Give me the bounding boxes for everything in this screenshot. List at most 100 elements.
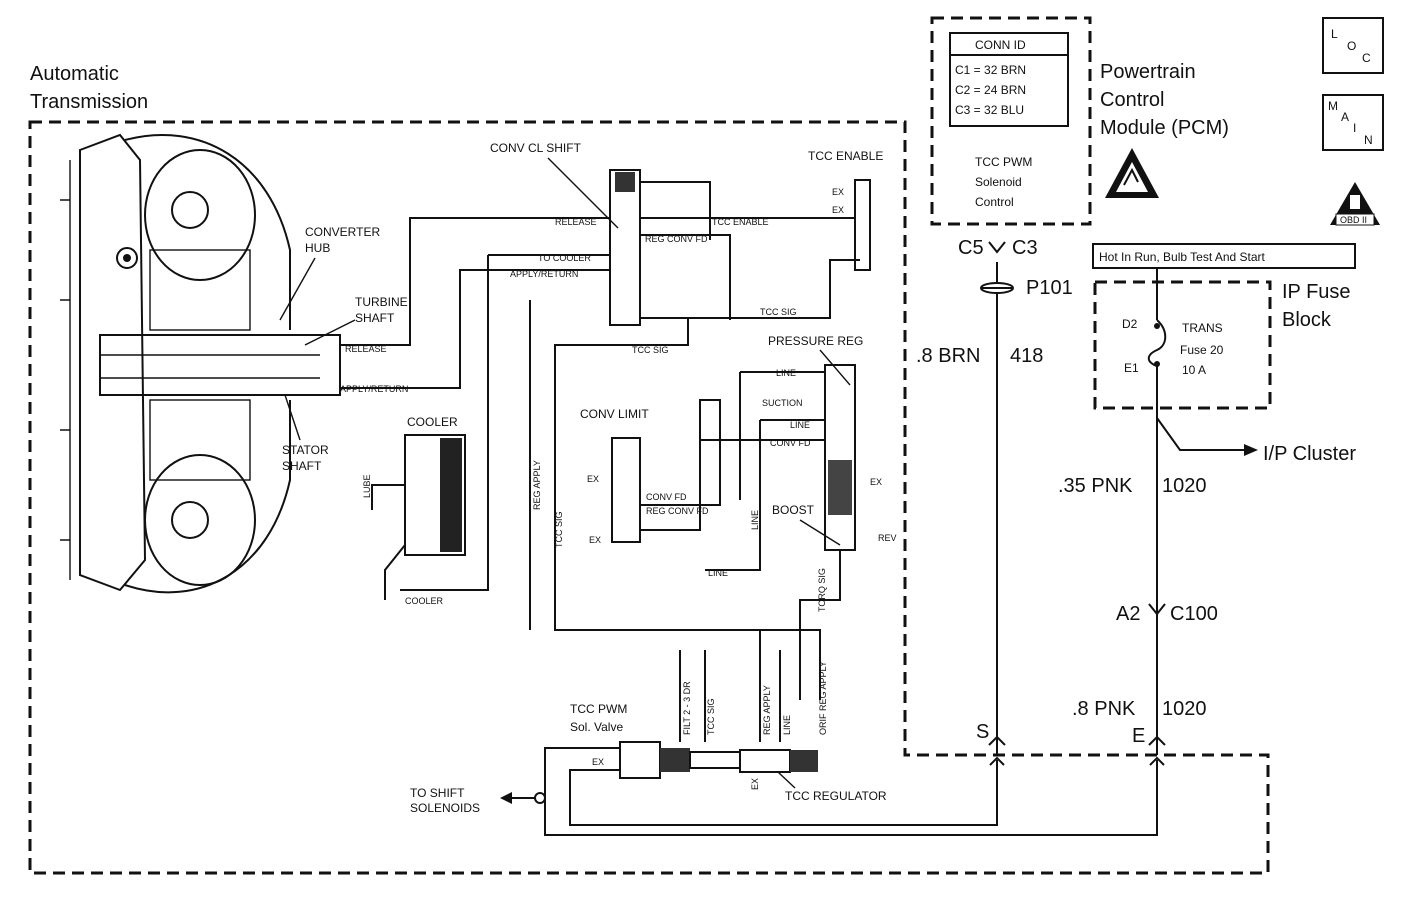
brn-circuit: 418 [1010,345,1043,367]
boost-label: BOOST [772,503,815,517]
connector-c100: C100 [1170,603,1218,625]
lube-label: LUBE [362,474,372,498]
solenoid-wire-s [569,760,998,826]
connector-c5: C5 [958,237,984,259]
fuse-wire [1147,268,1167,755]
stator-shaft-line1: STATOR [282,443,329,457]
conv-limit-ex-2: EX [589,535,601,545]
line-pressure-line [705,419,825,571]
apply-return-label-upper: APPLY/RETURN [510,269,578,279]
line-pressure-feed [739,371,825,500]
ip-fuse-block-boundary [1093,280,1272,410]
pnk1-gauge: .35 PNK [1058,475,1133,497]
connector-s: S [976,721,989,743]
fuse-block-line1: IP Fuse [1282,281,1351,303]
loc-icon: L O C [1322,17,1384,74]
pcm-line3: Module (PCM) [1100,117,1229,139]
pnk2-gauge: .8 PNK [1072,698,1136,720]
title-line1: Automatic [30,63,119,85]
pcm-inner-line2: Solenoid [975,175,1022,189]
reg-apply-lower-label: REG APPLY [762,685,772,735]
pcm-inner-line1: TCC PWM [975,155,1032,169]
conn-id-row-2: C2 = 24 BRN [955,83,1026,97]
solenoid-feed-lines [679,630,781,742]
conv-fd-label-pr: CONV FD [770,438,811,448]
ip-cluster-label: I/P Cluster [1263,443,1356,465]
cooler-line-label: COOLER [405,596,444,606]
brn-gauge: .8 BRN [916,345,980,367]
connector-e: E [1132,725,1145,747]
orif-reg-apply-label: ORIF REG APPLY [818,661,828,735]
conv-fd-label-cl: CONV FD [646,492,687,502]
fuse-d2: D2 [1122,317,1138,331]
ip-cluster-wire [1156,417,1245,451]
svg-text:N: N [1364,133,1373,147]
fuse-amps: 10 A [1182,363,1206,377]
release-line [340,217,610,346]
pcm-line2: Control [1100,89,1164,111]
pressure-reg-label: PRESSURE REG [768,334,863,348]
tcc-enable-ex-2: EX [832,205,844,215]
s-connector-icon [988,735,1006,746]
reg-conv-fd-line [640,234,731,320]
conv-limit-ex-1: EX [587,474,599,484]
conv-cl-shift-spring [615,172,635,192]
tcc-enable-ex-1: EX [832,187,844,197]
torq-sig-label: TORQ SIG [817,568,827,612]
conv-cl-shift-feed [640,181,711,240]
to-cooler-label: TO COOLER [538,253,591,263]
converter-hub-line1: CONVERTER [305,225,380,239]
pcm-line1: Powertrain [1100,61,1196,83]
rev-label: REV [878,533,897,543]
svg-text:I: I [1353,121,1356,135]
tcc-sig-lower-label: TCC SIG [706,698,716,735]
svg-text:C: C [1362,51,1371,65]
pcm-inner-line3: Control [975,195,1014,209]
cooler-unit [404,434,466,556]
torq-sig-line [799,550,841,700]
pnk1-circuit: 1020 [1162,475,1207,497]
conn-id-table [949,32,1069,127]
conv-limit-valve [611,437,641,543]
to-cooler-line [400,254,610,591]
obd-ii-icon: OBD II [1330,182,1380,226]
pcm-boundary [930,16,1092,226]
esd-warning-icon [1105,148,1159,198]
filt-label: FILT 2 - 3 DR [682,681,692,735]
connector-a2: A2 [1116,603,1140,625]
suction-label: SUCTION [762,398,803,408]
tcc-pwm-valve-line1: TCC PWM [570,702,627,716]
cooler-label: COOLER [407,415,458,429]
tcc-pwm-valve-line2: Sol. Valve [570,720,623,734]
converter-hub-line2: HUB [305,241,330,255]
svg-text:O: O [1347,39,1356,53]
tcc-sig-mid-label: TCC SIG [632,345,669,355]
tcc-sig-upper-label: TCC SIG [760,307,797,317]
to-shift-line1: TO SHIFT [410,786,465,800]
conv-limit-label: CONV LIMIT [580,407,649,421]
release-label-upper: RELEASE [555,217,597,227]
pressure-reg-spring [828,460,852,515]
fuse-e1: E1 [1124,361,1139,375]
conv-limit-lines [640,399,721,531]
pressure-reg-ex: EX [870,477,882,487]
tcc-sig-line [554,318,821,700]
fuse-trans: TRANS [1182,321,1223,335]
fuse-block-line2: Block [1282,309,1332,331]
torque-converter [60,133,341,594]
fuse-terminal-e1 [1154,361,1160,367]
hot-in-run-label: Hot In Run, Bulb Test And Start [1099,250,1266,264]
reg-apply-label-left: REG APPLY [532,460,542,510]
turbine-shaft-line1: TURBINE [355,295,408,309]
fuse-rating: Fuse 20 [1180,343,1224,357]
conn-id-header: CONN ID [975,38,1026,52]
e-lower-connector-icon [1149,756,1165,766]
line-label-2: LINE [790,420,810,430]
tcc-pwm-solenoid [619,741,741,779]
tcc-enable-label: TCC ENABLE [808,149,883,163]
reg-conv-fd-label-cl: REG CONV FD [646,506,709,516]
c3-connector-icon [988,241,1006,254]
tcc-sig-vertical-label: TCC SIG [554,511,564,548]
cooler-lines [371,484,406,600]
